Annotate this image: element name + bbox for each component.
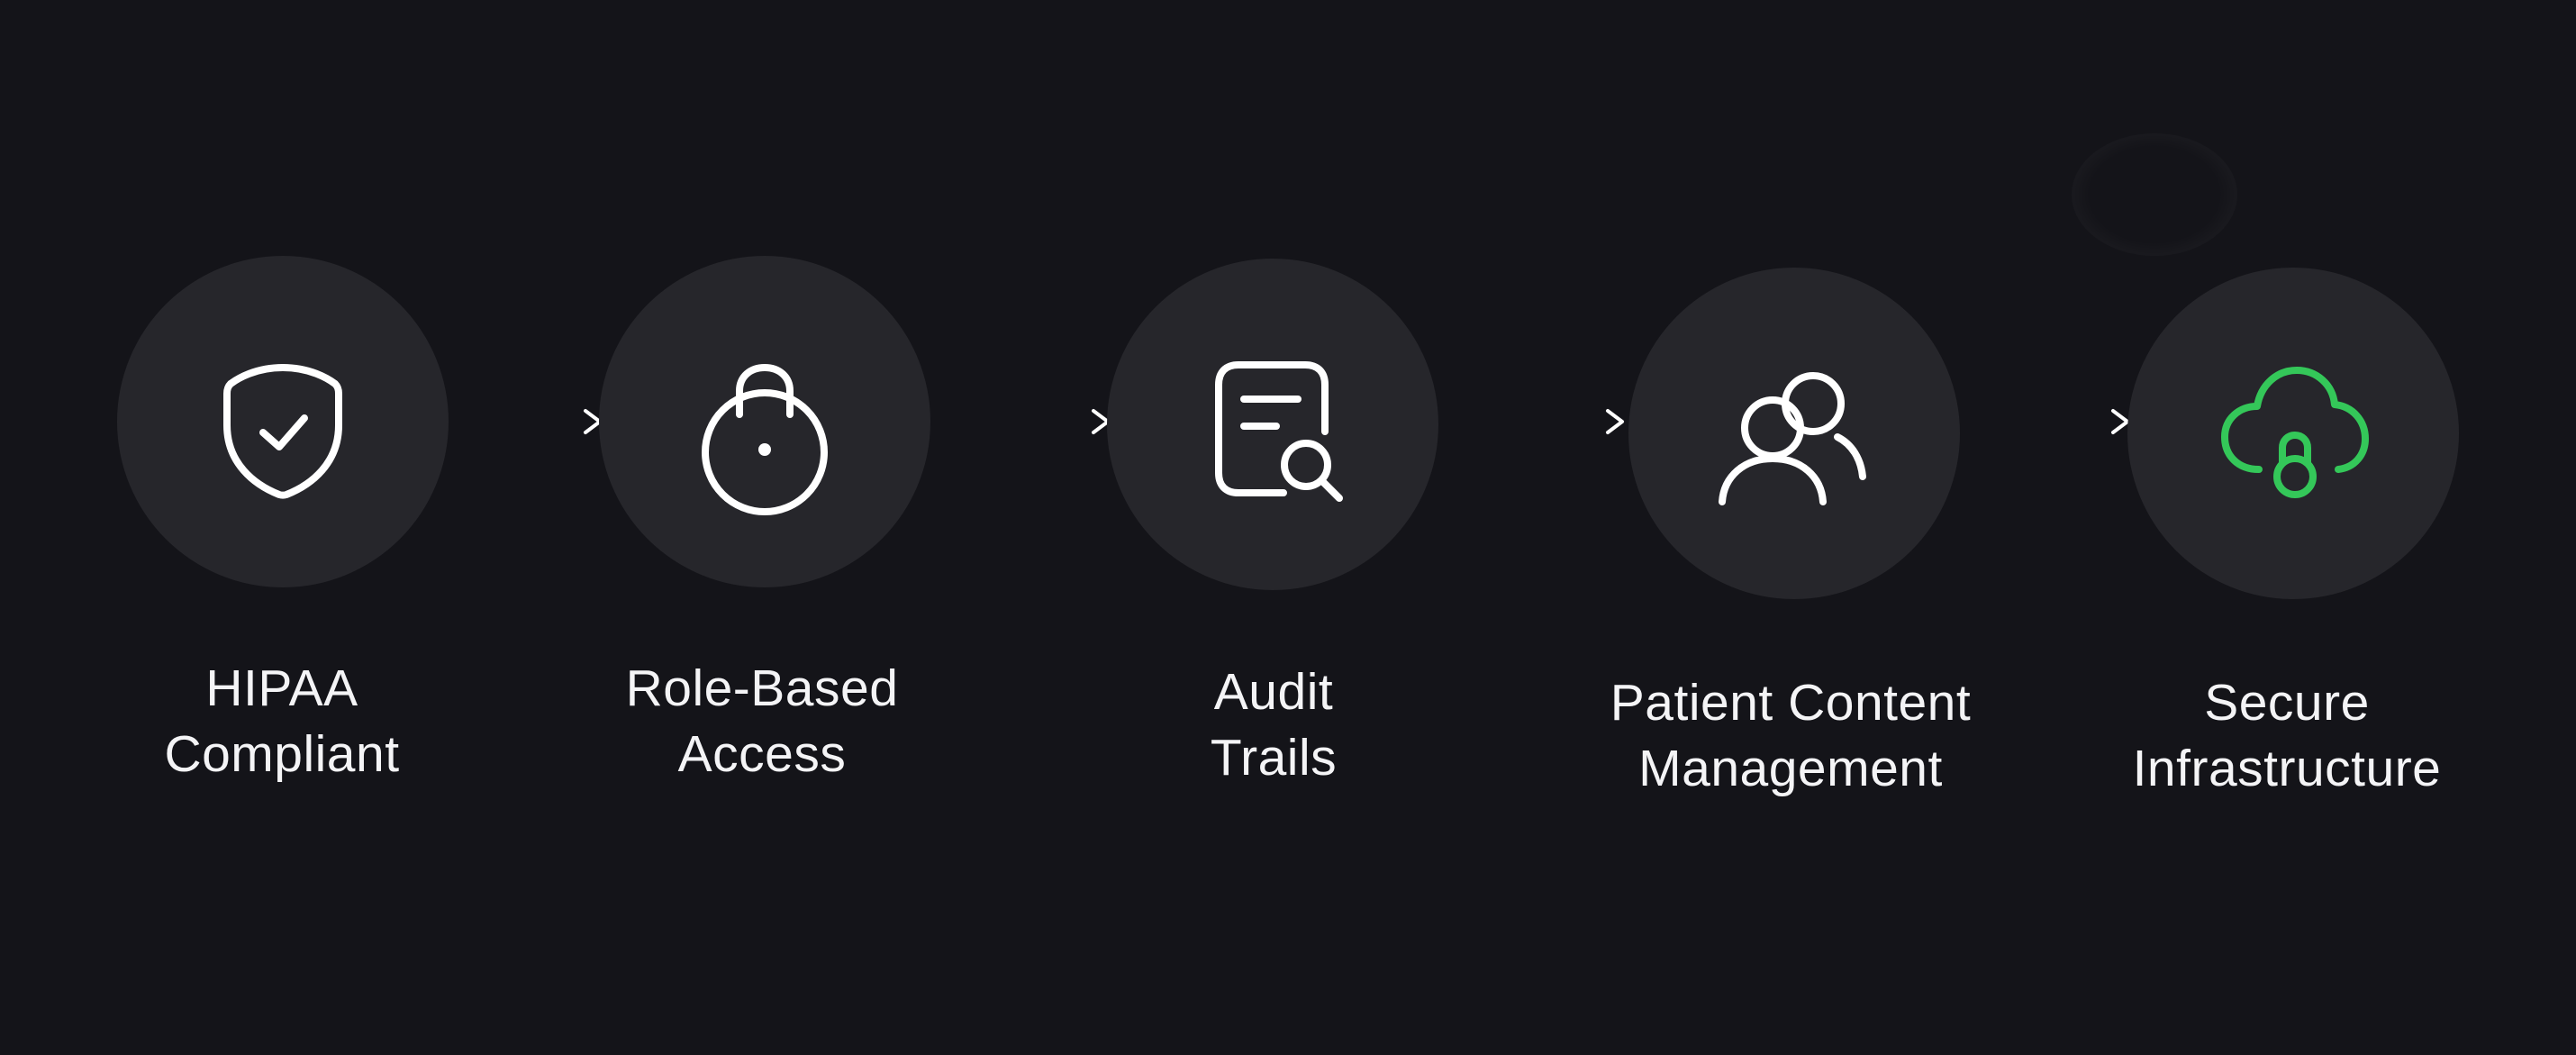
step-node-hipaa (117, 256, 449, 587)
step-label-audit-trails: Audit Trails (1210, 663, 1338, 787)
step-node-patient-content (1628, 268, 1960, 599)
padlock-icon (702, 363, 828, 515)
background-glow (2072, 133, 2237, 256)
step-label-secure-infrastructure: Secure Infrastructure (2132, 674, 2442, 797)
step-node-audit-trails (1107, 259, 1438, 590)
step-label-role-based-access: Role-Based Access (625, 659, 899, 783)
step-label-patient-content: Patient Content Management (1610, 674, 1972, 797)
step-node-secure-infrastructure (2127, 268, 2459, 599)
connector-arrow-2 (931, 404, 1113, 440)
document-search-icon (1215, 361, 1343, 502)
connector-arrow-3 (1442, 404, 1628, 440)
connector-arrow-4 (1969, 404, 2133, 440)
step-label-hipaa: HIPAA Compliant (164, 659, 400, 783)
cloud-lock-icon (2221, 367, 2369, 498)
users-icon (1719, 372, 1866, 505)
shield-check-icon (223, 364, 342, 499)
connector-arrow-1 (450, 404, 605, 440)
step-node-role-based-access (599, 256, 930, 587)
